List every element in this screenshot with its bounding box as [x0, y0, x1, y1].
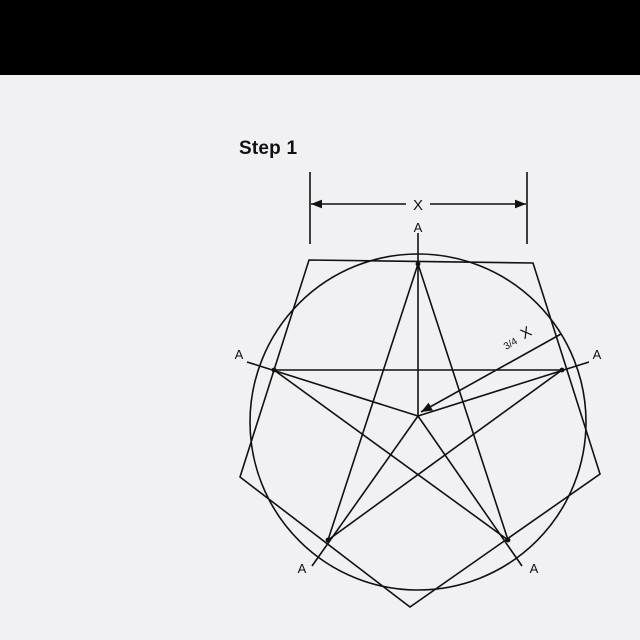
vertex-label-right: A [593, 347, 602, 362]
pentagram-star [271, 263, 565, 543]
paper-page [0, 75, 640, 640]
vertex-point-left [271, 367, 277, 373]
vertex-point-lower-left [325, 537, 331, 543]
radius-fraction-label: 3/4 [502, 336, 520, 353]
dimension-label-x: X [413, 197, 423, 214]
vertex-label-top: A [414, 220, 423, 235]
radius-variable-label: X [518, 323, 535, 343]
vertex-label-lower-right: A [530, 561, 539, 576]
radius-dimension-line [420, 333, 562, 413]
axis-line-lower-right [417, 415, 523, 567]
step-title: Step 1 [239, 138, 298, 159]
top-band [0, 0, 640, 75]
vertex-label-lower-left: A [298, 561, 307, 576]
vertex-label-left: A [235, 347, 244, 362]
axis-line-lower-left [311, 415, 419, 567]
vertex-point-top [415, 261, 421, 267]
vertex-point-lower-right [505, 537, 511, 543]
vertex-point-right [559, 367, 565, 373]
